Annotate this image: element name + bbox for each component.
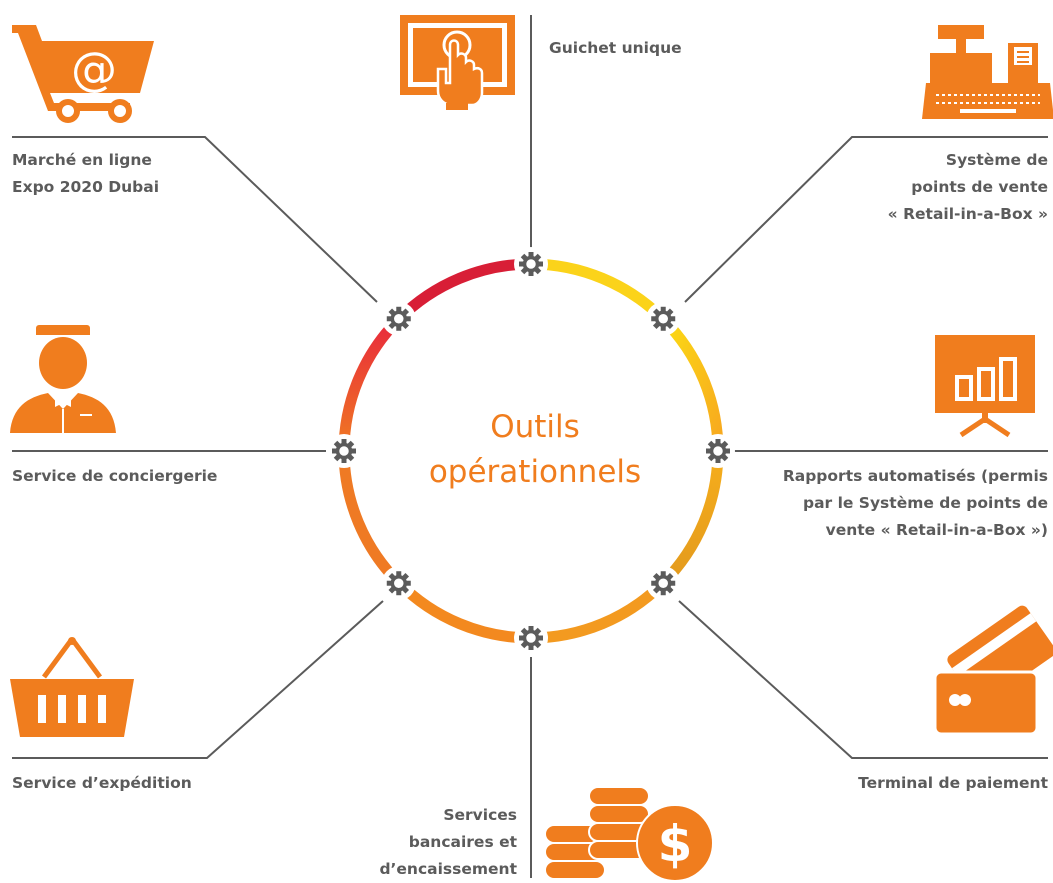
- ring-arc-left-upper: [338, 315, 403, 452]
- ring-arc-top-right: [530, 258, 667, 323]
- coins-dollar-icon: $: [544, 786, 714, 882]
- credit-card-icon: [933, 605, 1053, 736]
- label-rapports: Rapports automatisés (permis par le Syst…: [782, 467, 1048, 539]
- svg-text:$: $: [658, 815, 693, 873]
- center-title-line-1: Outils: [490, 409, 580, 445]
- connector-lines: [12, 15, 1048, 878]
- gear-node-bottom-left gear-icon: [381, 566, 416, 601]
- gear-node-bottom gear-icon: [514, 621, 548, 655]
- bar-chart-board-icon: [935, 335, 1035, 438]
- ring-arc-top-left: [395, 258, 532, 323]
- shopping-cart-at-icon: @: [12, 25, 154, 123]
- gear-nodes: [327, 247, 735, 655]
- line-pos: [684, 136, 1048, 303]
- ring-arc-bottom-left: [395, 579, 532, 644]
- ring-arc-right-upper: [659, 315, 724, 452]
- line-expedition: [12, 600, 384, 759]
- gear-node-top-right gear-icon: [646, 301, 681, 336]
- label-expedition: Service d’expédition: [12, 774, 192, 792]
- label-bancaires: Services bancaires et d’encaissement: [379, 806, 517, 878]
- gear-node-top gear-icon: [514, 247, 548, 281]
- label-pos: Système de points de vente « Retail-in-a…: [887, 151, 1048, 223]
- ring-arc-bottom-right: [530, 579, 667, 644]
- basket-icon: [10, 637, 134, 737]
- label-paiement: Terminal de paiement: [858, 774, 1048, 792]
- concierge-icon: [10, 325, 116, 433]
- center-title: Outils opérationnels: [420, 405, 650, 495]
- line-paiement: [678, 600, 1048, 759]
- label-conciergerie: Service de conciergerie: [12, 467, 218, 485]
- label-guichet: Guichet unique: [549, 39, 682, 57]
- gear-node-bottom-right gear-icon: [646, 566, 681, 601]
- touch-screen-icon: [400, 15, 515, 110]
- ring-arc-right-lower: [659, 450, 724, 587]
- label-marche: Marché en ligne Expo 2020 Dubai: [12, 151, 160, 196]
- gear-node-top-left gear-icon: [381, 301, 416, 336]
- svg-text:@: @: [71, 42, 117, 96]
- cash-register-icon: [922, 25, 1053, 119]
- gear-node-right gear-icon: [701, 434, 735, 468]
- line-marche: [12, 136, 378, 303]
- ring-arc-left-lower: [338, 450, 403, 587]
- gear-node-left gear-icon: [327, 434, 361, 468]
- center-title-line-2: opérationnels: [428, 454, 642, 490]
